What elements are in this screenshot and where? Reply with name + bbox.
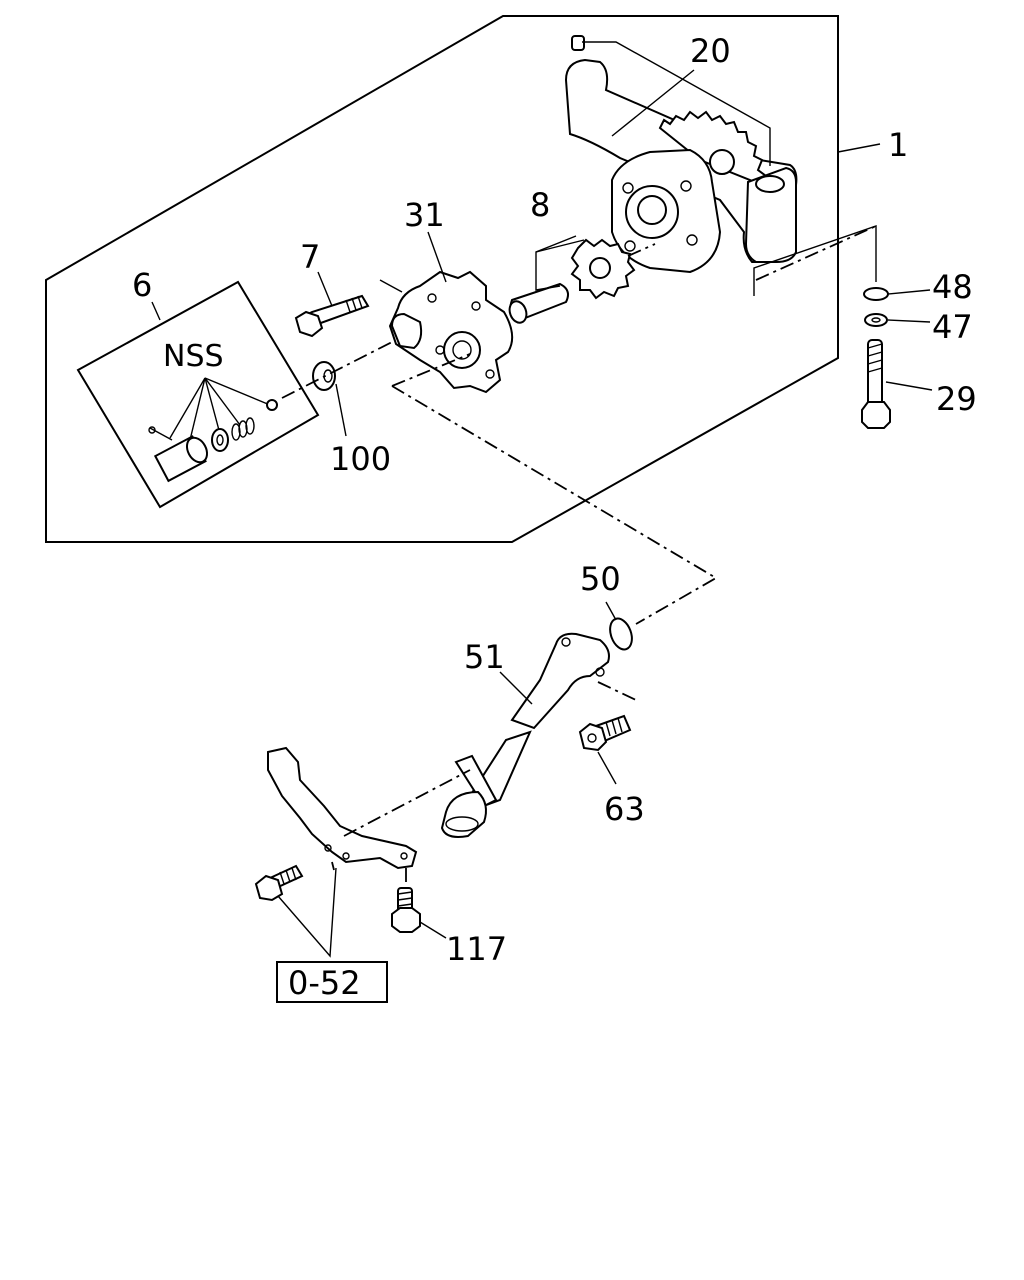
callout-7: 7 [300, 238, 320, 276]
callout-48: 48 [932, 268, 973, 306]
callout-63: 63 [604, 790, 645, 828]
bolt-117 [391, 887, 421, 933]
bolt-7 [294, 294, 370, 338]
callout-50: 50 [580, 560, 621, 598]
callout-31: 31 [404, 196, 445, 234]
callout-8: 8 [530, 186, 550, 224]
callout-47: 47 [932, 308, 973, 346]
bolt-0-52 [254, 864, 304, 902]
callout-100: 100 [330, 440, 391, 478]
strainer-bracket [267, 746, 418, 870]
nss-kit-parts [148, 377, 278, 483]
callout-6: 6 [132, 266, 152, 304]
bolt-63 [578, 714, 632, 752]
leader-lines [151, 41, 933, 958]
reference-box-label: 0-52 [288, 964, 361, 1002]
inner-rotor-and-shaft [508, 238, 636, 324]
nss-label: NSS [163, 339, 224, 374]
pump-cover [388, 270, 514, 394]
callout-29: 29 [936, 380, 977, 418]
bolt-29 [861, 339, 891, 429]
callout-117: 117 [446, 930, 507, 968]
circlip-47 [864, 313, 888, 327]
pump-drive-gear-assembly [564, 35, 798, 274]
reference-box [276, 961, 388, 1003]
o-ring-50 [609, 617, 633, 651]
oil-pipe-51 [440, 632, 610, 838]
callout-20: 20 [690, 32, 731, 70]
callout-1: 1 [888, 126, 908, 164]
alignment-lines [281, 225, 877, 888]
assembly-outline [45, 15, 839, 543]
callout-51: 51 [464, 638, 505, 676]
nss-kit-box [76, 280, 320, 509]
washer-48 [863, 287, 889, 301]
